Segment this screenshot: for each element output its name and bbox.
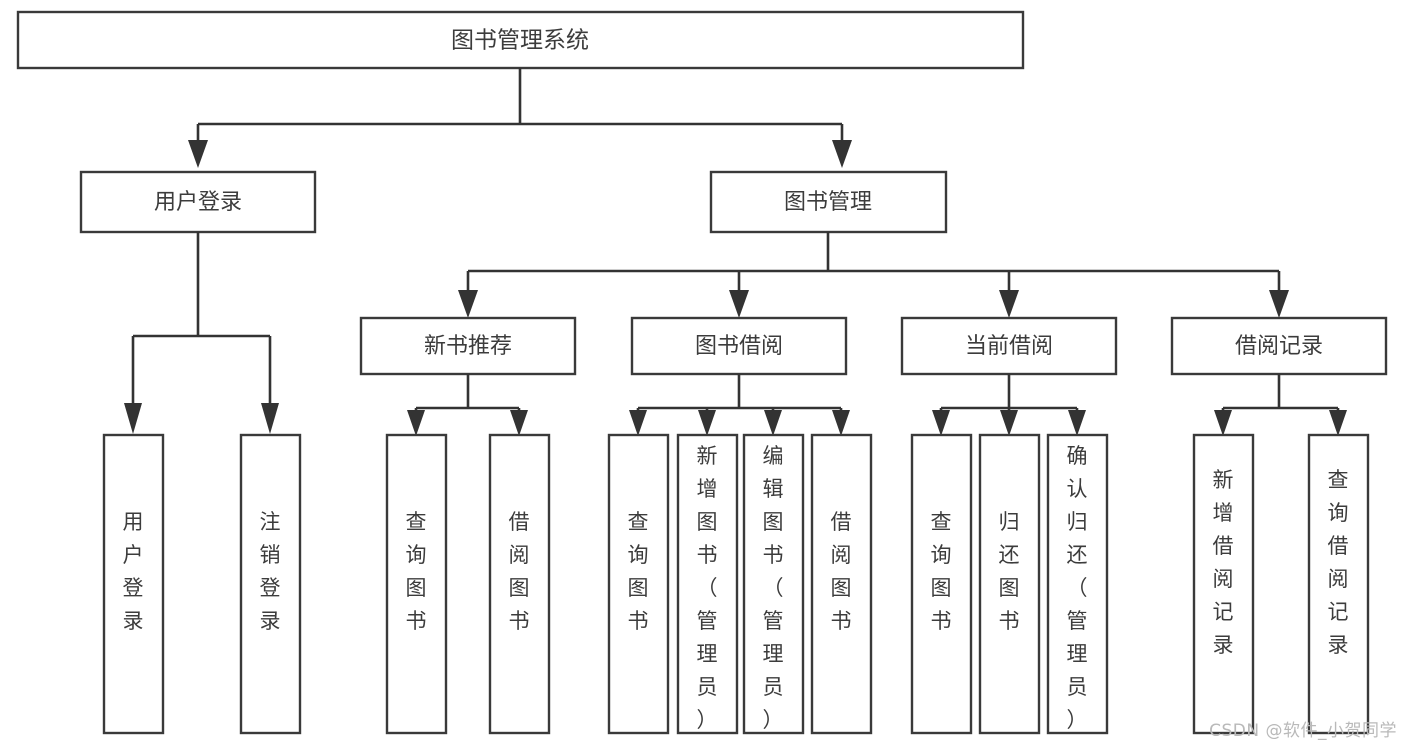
leaf-box[interactable] — [607, 433, 670, 735]
arrow-down-icon — [764, 410, 782, 436]
leaf-label: 归还图书 — [999, 510, 1020, 633]
connector-current-borrow-to-leaves — [932, 374, 1086, 436]
leaf-book-borrow-0[interactable]: 查询图书 — [607, 433, 670, 735]
arrow-down-icon — [458, 290, 478, 318]
current-borrow-box[interactable] — [900, 316, 1118, 376]
connector-book-management-to-level3 — [458, 232, 1289, 318]
book-borrow-label: 图书借阅 — [695, 334, 783, 359]
leaf-new-book-recommend-0[interactable]: 查询图书 — [385, 433, 448, 735]
node-borrow-record[interactable]: 借阅记录 — [1170, 316, 1388, 376]
arrow-down-icon — [698, 410, 716, 436]
current-borrow-label: 当前借阅 — [965, 334, 1053, 359]
leaf-label: 注销登录 — [260, 510, 281, 633]
book-management-label: 图书管理 — [784, 190, 872, 215]
arrow-down-icon — [407, 410, 425, 436]
leaf-current-borrow-2[interactable]: 确认归还（管理员） — [1046, 433, 1109, 735]
arrow-down-icon — [124, 403, 142, 434]
leaf-label: 查询图书 — [628, 510, 649, 633]
leaf-label: 确认归还（管理员） — [1067, 444, 1088, 732]
leaf-box[interactable] — [742, 433, 805, 735]
connector-user-login-to-leaves — [124, 232, 279, 434]
node-root[interactable]: 图书管理系统 — [16, 10, 1025, 70]
arrow-down-icon — [261, 403, 279, 434]
user-login-box[interactable] — [79, 170, 317, 234]
node-new-book-recommend[interactable]: 新书推荐 — [359, 316, 577, 376]
arrow-down-icon — [188, 140, 208, 168]
connector-borrow-record-to-leaves — [1214, 374, 1347, 436]
root-label: 图书管理系统 — [451, 28, 589, 54]
leaf-box[interactable] — [676, 433, 739, 735]
node-current-borrow[interactable]: 当前借阅 — [900, 316, 1118, 376]
user-login-label: 用户登录 — [154, 190, 242, 215]
connector-book-borrow-to-leaves — [629, 374, 850, 436]
leaf-label: 查询借阅记录 — [1328, 468, 1349, 657]
arrow-down-icon — [832, 410, 850, 436]
connector-new-book-recommend-to-leaves — [407, 374, 528, 436]
leaf-box[interactable] — [1307, 433, 1370, 735]
leaf-label: 编辑图书（管理员） — [763, 444, 784, 732]
leaf-current-borrow-0[interactable]: 查询图书 — [910, 433, 973, 735]
leaf-user-login-0[interactable]: 用户登录 — [102, 433, 165, 735]
arrow-down-icon — [629, 410, 647, 436]
leaf-user-login-1[interactable]: 注销登录 — [239, 433, 302, 735]
connector-root-to-level2 — [188, 68, 852, 168]
arrow-down-icon — [1214, 410, 1232, 436]
leaf-new-book-recommend-1[interactable]: 借阅图书 — [488, 433, 551, 735]
csdn-watermark: CSDN @软件_小贺同学 — [1209, 721, 1397, 741]
leaf-label: 借阅图书 — [831, 510, 852, 633]
leaf-label: 新增借阅记录 — [1213, 468, 1234, 657]
leaf-label: 借阅图书 — [509, 510, 530, 633]
new-book-recommend-box[interactable] — [359, 316, 577, 376]
leaf-box[interactable] — [910, 433, 973, 735]
leaf-box[interactable] — [1046, 433, 1109, 735]
arrow-down-icon — [1000, 410, 1018, 436]
node-user-login[interactable]: 用户登录 — [79, 170, 317, 234]
node-book-borrow[interactable]: 图书借阅 — [630, 316, 848, 376]
arrow-down-icon — [1329, 410, 1347, 436]
leaf-label: 新增图书（管理员） — [697, 444, 718, 732]
arrow-down-icon — [932, 410, 950, 436]
borrow-record-label: 借阅记录 — [1235, 334, 1323, 359]
leaf-borrow-record-0[interactable]: 新增借阅记录 — [1192, 433, 1255, 735]
leaf-label: 用户登录 — [123, 510, 144, 633]
leaf-box[interactable] — [102, 433, 165, 735]
leaf-book-borrow-2[interactable]: 编辑图书（管理员） — [742, 433, 805, 735]
leaf-label: 查询图书 — [931, 510, 952, 633]
arrow-down-icon — [832, 140, 852, 168]
root-box[interactable] — [16, 10, 1025, 70]
new-book-recommend-label: 新书推荐 — [424, 334, 512, 359]
leaf-label: 查询图书 — [406, 510, 427, 633]
leaf-box[interactable] — [810, 433, 873, 735]
leaf-box[interactable] — [239, 433, 302, 735]
arrow-down-icon — [1068, 410, 1086, 436]
leaf-current-borrow-1[interactable]: 归还图书 — [978, 433, 1041, 735]
node-book-management[interactable]: 图书管理 — [709, 170, 948, 234]
leaf-box[interactable] — [385, 433, 448, 735]
arrow-down-icon — [729, 290, 749, 318]
leaf-box[interactable] — [488, 433, 551, 735]
arrow-down-icon — [1269, 290, 1289, 318]
arrow-down-icon — [510, 410, 528, 436]
leaf-book-borrow-3[interactable]: 借阅图书 — [810, 433, 873, 735]
leaf-borrow-record-1[interactable]: 查询借阅记录 — [1307, 433, 1370, 735]
leaf-book-borrow-1[interactable]: 新增图书（管理员） — [676, 433, 739, 735]
leaf-box[interactable] — [1192, 433, 1255, 735]
leaf-box[interactable] — [978, 433, 1041, 735]
arrow-down-icon — [999, 290, 1019, 318]
